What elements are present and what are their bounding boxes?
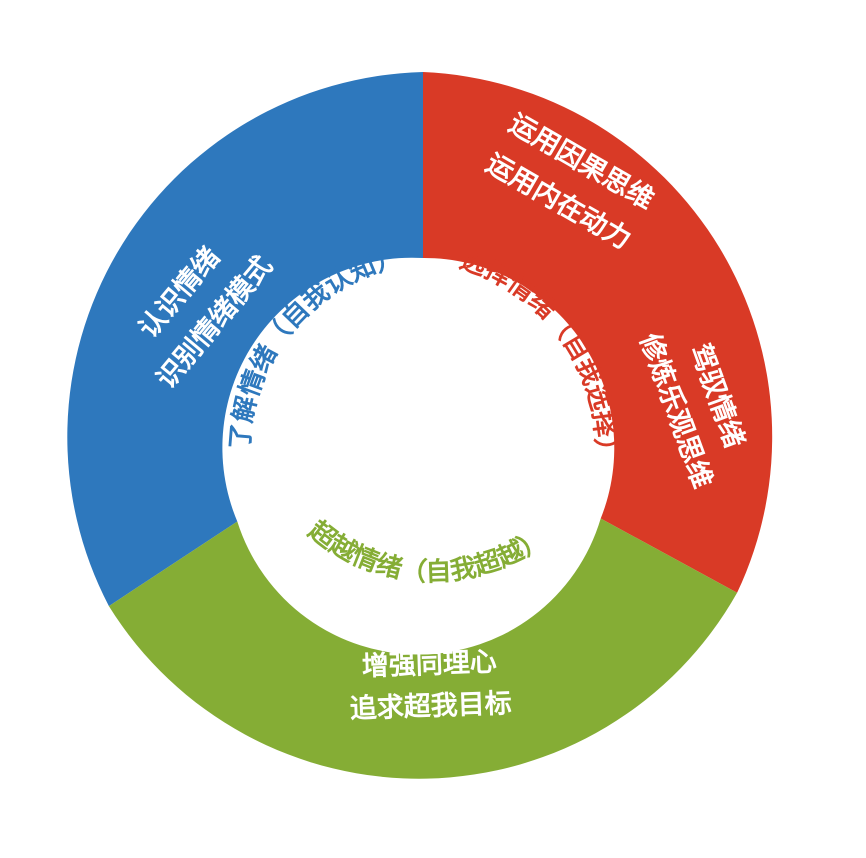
green-inner-label: 超越情绪（自我超越）: [303, 515, 552, 587]
green-outer-text: 增强同理心 追求超我目标: [349, 646, 512, 725]
green-inner-label-path: 超越情绪（自我超越）: [303, 515, 552, 587]
segment-green: [108, 518, 738, 779]
segment-red: [423, 72, 773, 593]
green-outer-line-2: 追求超我目标: [349, 687, 512, 725]
segment-blue: [67, 72, 423, 607]
green-outer-line-1: 增强同理心: [361, 646, 497, 683]
